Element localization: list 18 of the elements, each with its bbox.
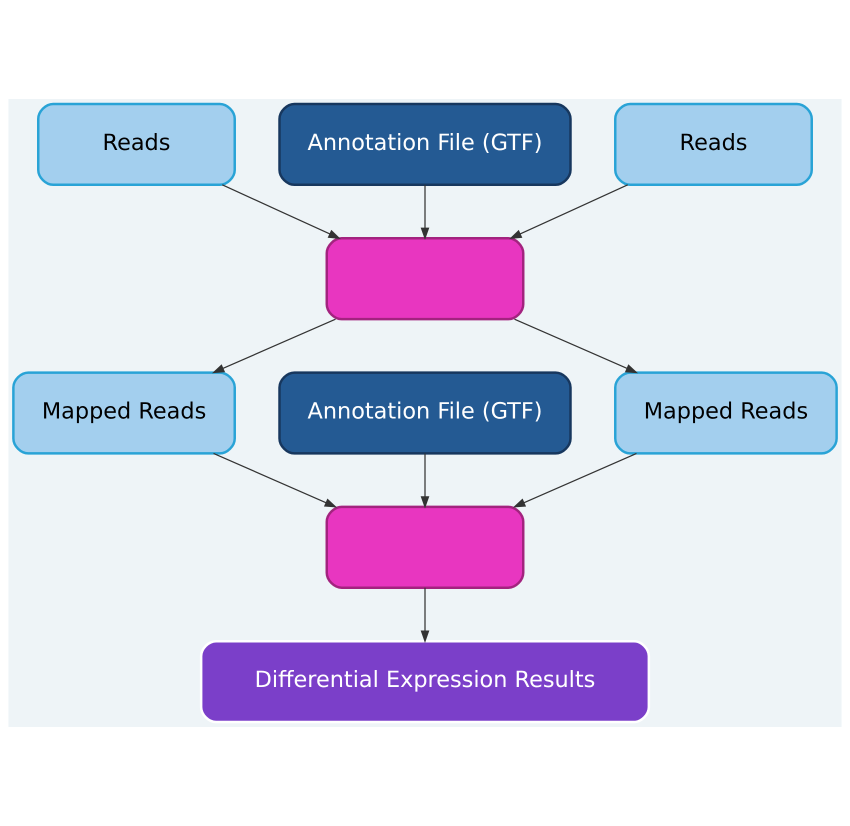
arrow <box>222 184 341 239</box>
node-box: Mapped Reads <box>614 371 838 455</box>
node-box: Annotation File (GTF) <box>278 371 572 455</box>
arrow <box>420 453 430 509</box>
arrow <box>420 184 430 240</box>
node-box: Reads <box>614 102 813 186</box>
node-box: Annotation File (GTF) <box>278 102 572 186</box>
arrow <box>212 318 336 374</box>
arrow <box>512 452 637 508</box>
arrow <box>213 452 338 508</box>
node-box: Mapped Reads <box>12 371 236 455</box>
arrow <box>509 184 628 239</box>
arrow <box>420 588 430 643</box>
node-box <box>326 237 524 320</box>
node-box: Differential Expression Results <box>200 640 650 724</box>
node-box: Reads <box>37 102 236 186</box>
arrow <box>514 318 638 374</box>
node-box <box>326 506 524 589</box>
